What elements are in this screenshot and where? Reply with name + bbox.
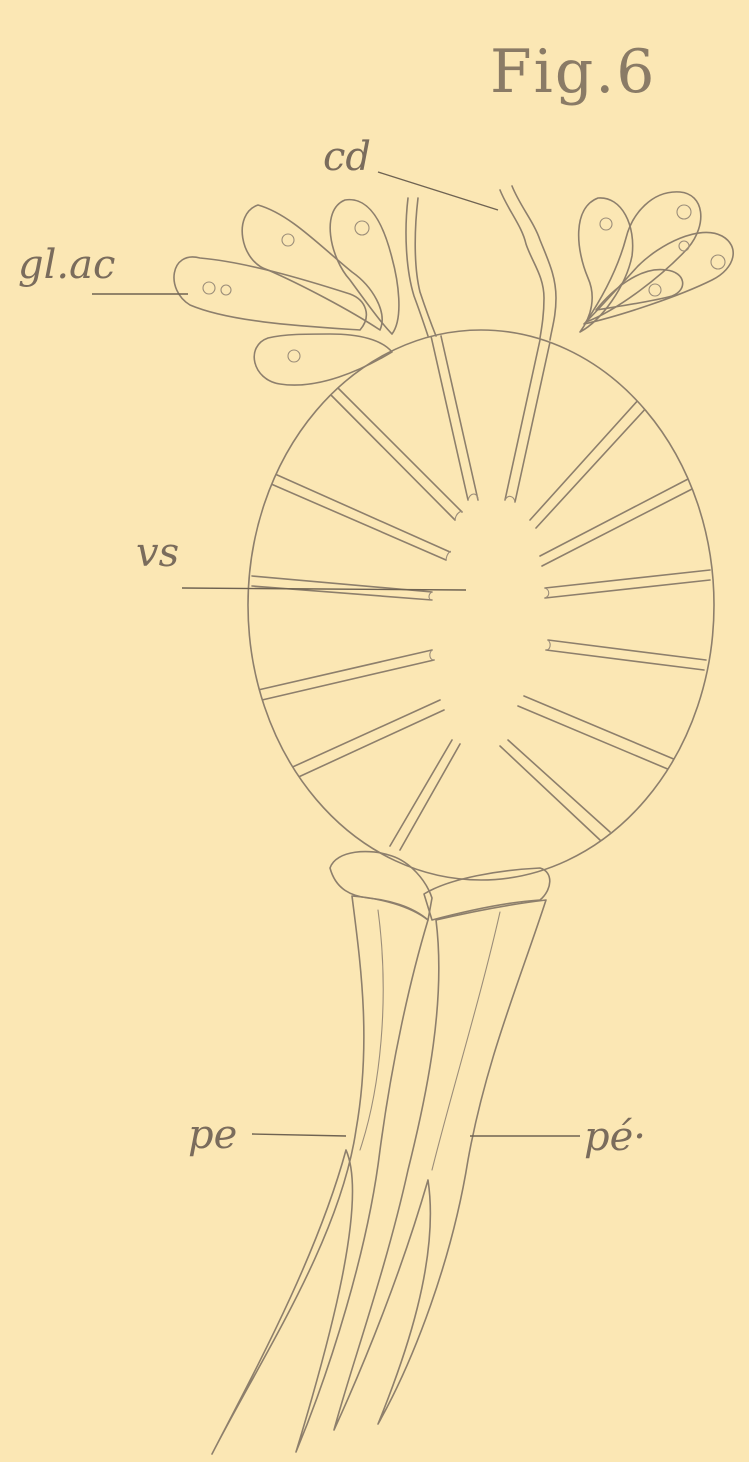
label-cd-group: cd — [323, 134, 498, 210]
leader-vs — [182, 588, 466, 590]
figure-title: Fig.6 — [490, 37, 656, 107]
label-pe: pe — [188, 1112, 237, 1158]
label-pe-accent-group: pé· — [470, 1114, 646, 1160]
label-cd: cd — [323, 134, 371, 180]
ducts — [406, 186, 556, 340]
label-vs: vs — [136, 530, 179, 576]
label-gl-ac-group: gl.ac — [18, 242, 188, 294]
accessory-gland-right — [579, 192, 734, 332]
leader-pe — [252, 1134, 346, 1136]
accessory-gland-left — [174, 200, 399, 385]
copulatory-organ — [212, 852, 550, 1454]
seminal-vesicle — [248, 330, 714, 880]
label-gl-ac: gl.ac — [18, 242, 115, 288]
label-pe-accent: pé· — [584, 1114, 646, 1160]
leader-cd — [378, 172, 498, 210]
label-pe-group: pe — [188, 1112, 346, 1158]
